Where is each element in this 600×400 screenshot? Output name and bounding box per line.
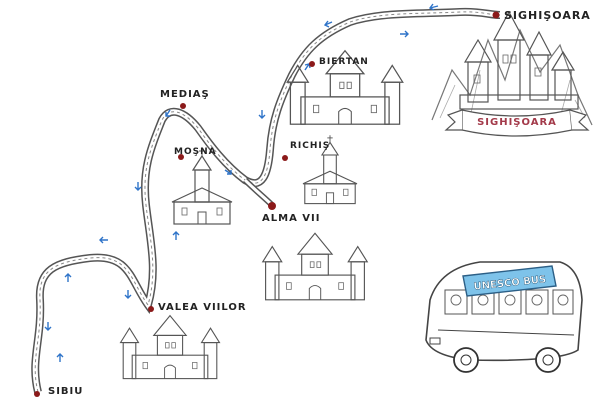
town-label-valea-viilor: VALEA VIILOR (158, 302, 247, 313)
unesco-bus-sketch: UNESCO BUS (425, 261, 583, 373)
town-label-sighisoara: SIGHIŞOARA (504, 9, 591, 22)
town-label-mosna: MOŞNA (174, 147, 217, 157)
dot-biertan (309, 61, 315, 67)
arrow-9 (224, 169, 232, 175)
arrow-2 (56, 353, 64, 362)
arrow-10 (258, 110, 266, 119)
arrow-7 (134, 182, 142, 191)
arrow-4 (99, 236, 108, 244)
town-dots (34, 11, 500, 397)
dot-valea-viilor (148, 306, 154, 312)
arrow-5 (124, 290, 132, 299)
arrow-14 (428, 3, 439, 11)
church-valea-viilor-sketch (119, 315, 221, 380)
dot-richis (282, 155, 288, 161)
dot-mosna (178, 154, 184, 160)
arrow-13 (400, 30, 409, 38)
route-arrows (44, 3, 439, 362)
arrow-6 (172, 231, 180, 240)
dot-alma-vii (268, 202, 276, 210)
sighisoara-banner-text: SIGHIŞOARA (477, 117, 557, 128)
arrow-8 (165, 109, 171, 117)
church-alma-vii-sketch (262, 232, 368, 301)
town-label-sibiu: SIBIU (48, 386, 84, 397)
dot-medias (180, 103, 186, 109)
town-label-medias: MEDIAŞ (160, 89, 210, 100)
sighisoara-citadel-sketch: SIGHIŞOARA (431, 10, 593, 137)
arrow-12 (323, 20, 333, 28)
dot-sibiu (34, 391, 40, 397)
arrow-3 (64, 273, 72, 282)
town-label-biertan: BIERTAN (319, 57, 369, 67)
town-label-alma-vii: ALMA VII (262, 213, 321, 224)
arrow-1 (44, 322, 52, 331)
town-label-richis: RICHIŞ (290, 141, 331, 151)
dot-sighisoara (492, 11, 500, 19)
